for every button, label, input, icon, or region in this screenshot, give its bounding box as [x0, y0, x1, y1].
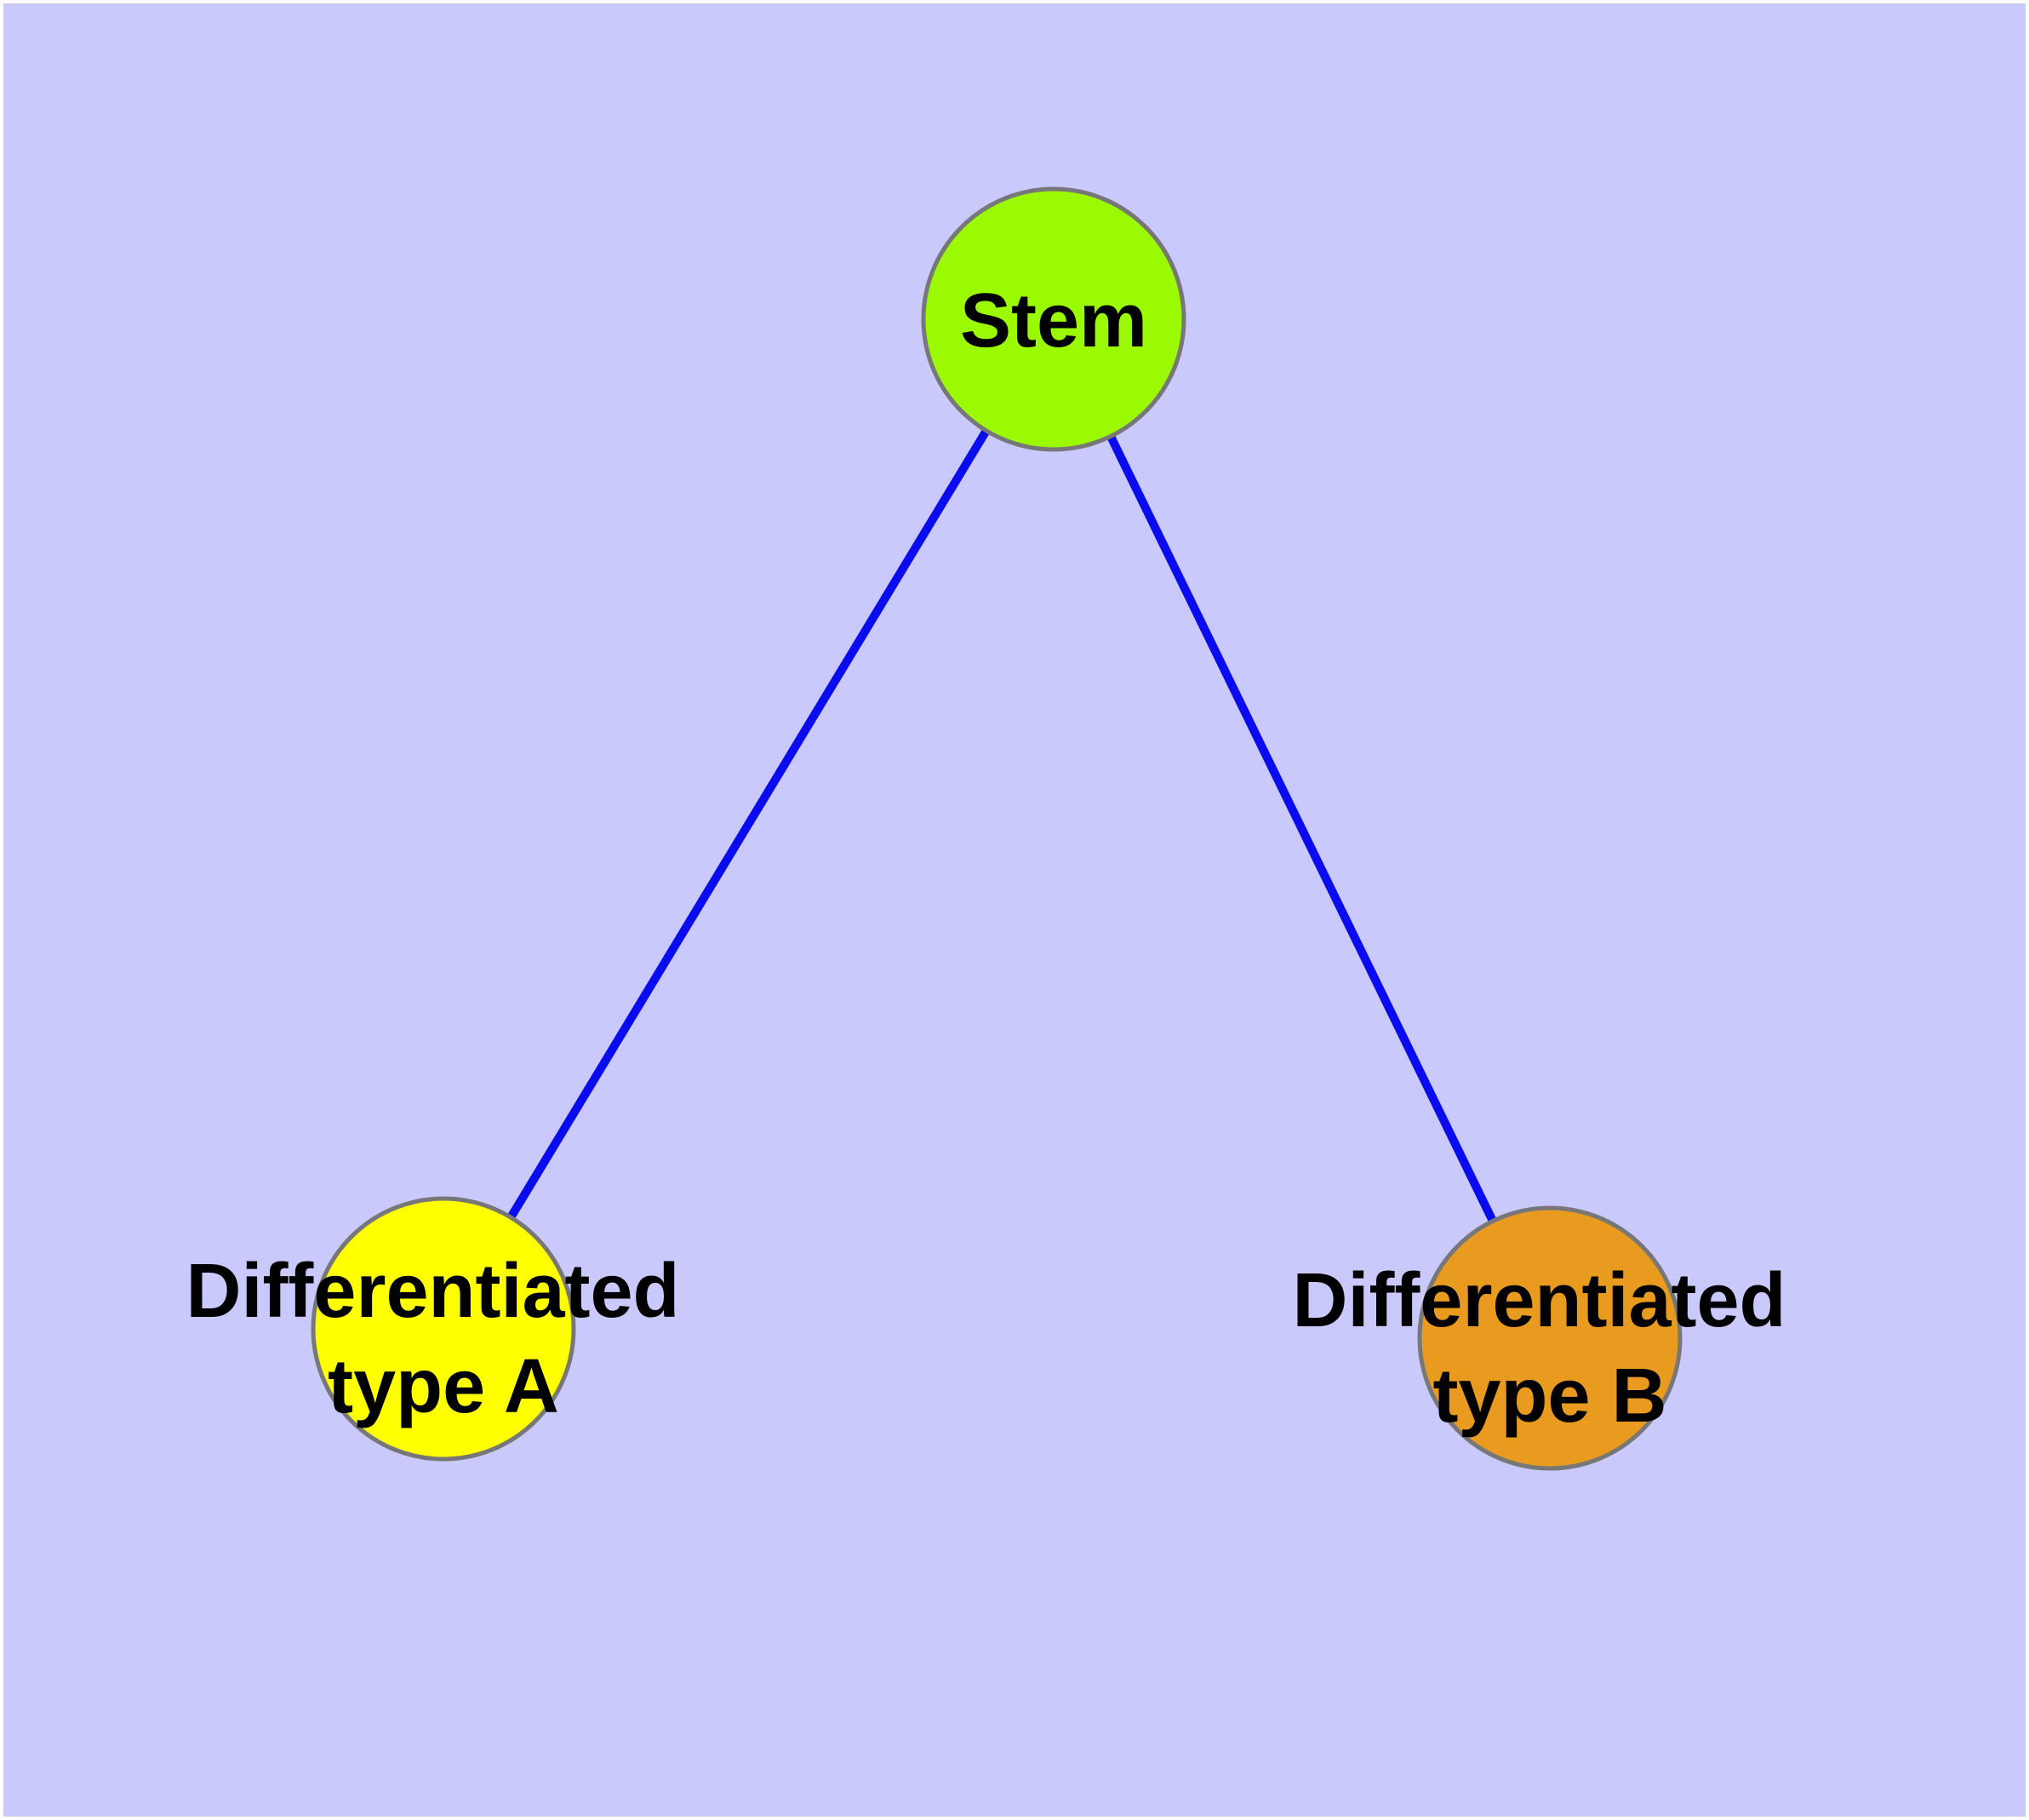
- node-typeB-label: Differentiated type B: [1292, 1258, 1807, 1439]
- node-typeA-label: Differentiated type A: [186, 1249, 700, 1429]
- node-typeA: Differentiated type A: [186, 1196, 700, 1462]
- edge-stem-to-typeA: [439, 317, 1058, 1331]
- node-typeB-circle: [1417, 1205, 1683, 1471]
- node-typeB-label-line2: type B: [1432, 1354, 1666, 1439]
- node-typeB: Differentiated type B: [1292, 1205, 1807, 1471]
- node-typeA-circle: [311, 1196, 576, 1462]
- node-stem: Stem: [921, 186, 1186, 452]
- node-typeA-label-line2: type A: [328, 1344, 559, 1429]
- node-typeA-label-line1: Differentiated: [186, 1249, 679, 1334]
- node-stem-label: Stem: [960, 278, 1147, 363]
- node-stem-circle: [921, 186, 1186, 452]
- edges: [439, 317, 1554, 1341]
- node-typeB-label-line1: Differentiated: [1292, 1258, 1786, 1343]
- edge-stem-to-typeB: [1049, 317, 1554, 1341]
